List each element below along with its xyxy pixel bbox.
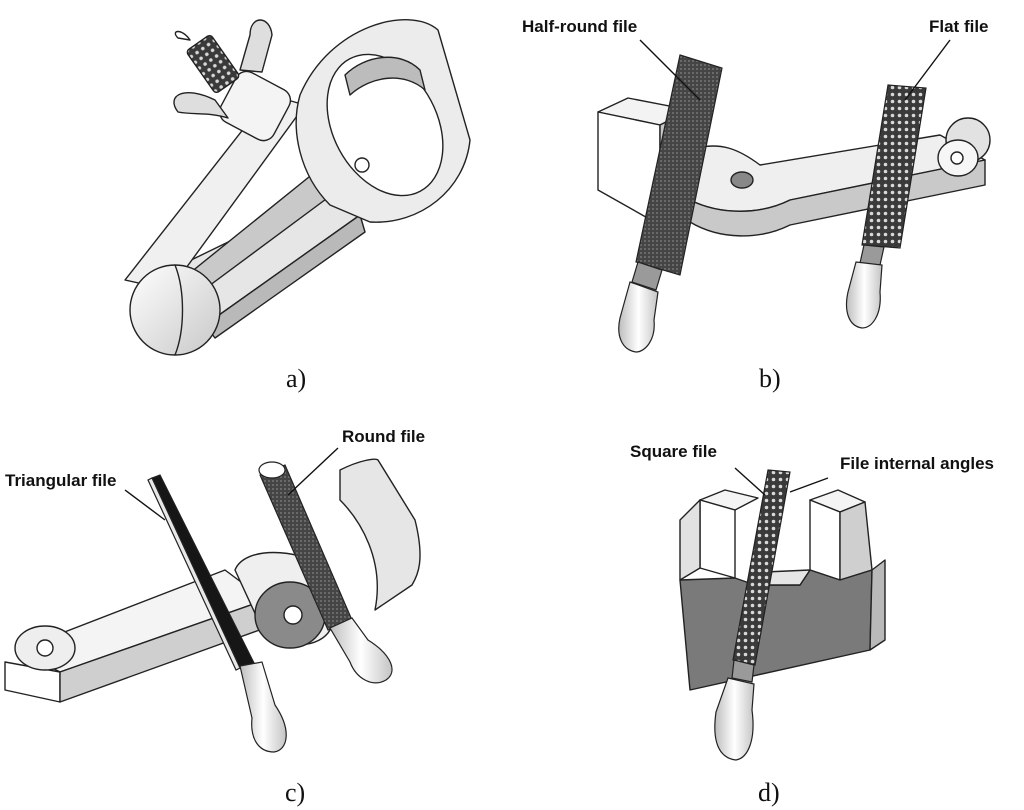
square-file-blade [732,469,791,666]
panel-c-triangular-file [147,474,287,753]
flat-file-tang [859,244,885,266]
part-b-rod-hole [730,171,754,189]
part-a-threaded-stud [186,34,240,94]
label-half-round-file: Half-round file [522,17,638,36]
caption-c: c) [285,778,306,807]
flat-file-handle [845,261,883,329]
part-d-body-front [679,569,873,691]
leader-internal-angles [789,477,829,493]
part-c-curved-plate [339,458,421,611]
leader-flat [904,39,951,101]
part-c-arm-end-hole [36,639,54,657]
round-file-tip [258,461,286,479]
part-b-boss-hole [950,151,964,165]
round-file-handle [329,617,393,684]
part-d-body-left-bevel [679,499,701,581]
panel-b-half-round-file [618,54,723,353]
leader-round [287,447,339,496]
part-d-right-prong-front [809,499,841,581]
panel-d-part [679,489,886,691]
part-d-left-prong-front [699,499,736,579]
leader-half-round [639,39,701,101]
part-a-ball-seam [174,264,184,356]
square-file-tang [731,659,755,683]
label-square-file: Square file [630,442,717,461]
label-triangular-file: Triangular file [5,471,117,490]
panel-d-square-file [714,469,791,761]
panel-a-part [124,18,471,356]
part-a-ball [129,264,221,356]
part-a-wing-right [239,19,273,73]
label-flat-file: Flat file [929,17,989,36]
square-file-handle [714,677,755,761]
leader-square [734,467,766,496]
part-a-stud-tip [174,30,191,41]
half-round-file-tang [631,261,663,291]
part-a-wing-left [173,91,229,119]
panel-b-flat-file [845,84,927,329]
caption-b: b) [759,364,781,393]
part-d-right-prong-side [839,501,873,581]
caption-d: d) [758,778,780,807]
label-round-file: Round file [342,427,426,446]
caption-a: a) [286,364,307,393]
label-file-internal-angles: File internal angles [840,454,994,473]
part-a-ring-inner-face [344,56,426,96]
leader-triangular [124,489,166,521]
part-a-boss [218,70,292,142]
panel-c-round-file [258,461,393,684]
half-round-file-blade [635,54,723,276]
half-round-file-handle [618,281,659,353]
triangular-file-handle [239,661,287,753]
part-c-boss-hole [283,605,303,625]
flat-file-blade [861,84,927,249]
part-d-body-side [869,559,886,651]
part-a-pin [354,157,370,173]
